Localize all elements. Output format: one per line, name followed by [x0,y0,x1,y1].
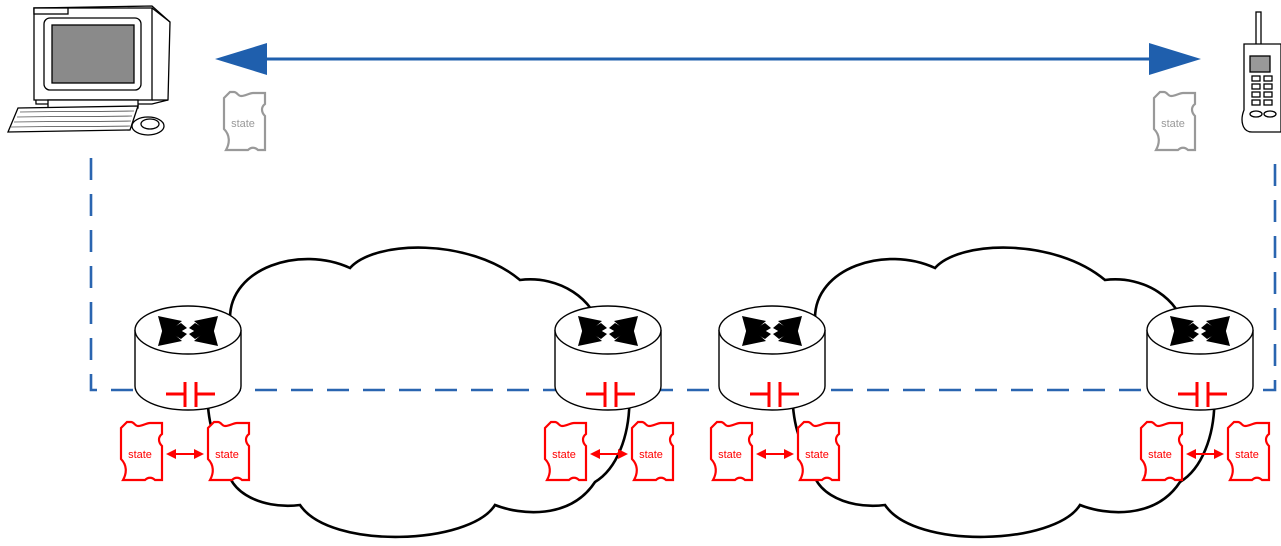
state-sync-arrow [166,449,204,459]
router-2-state-pair: state state [543,420,675,482]
state-label: state [128,449,152,461]
end-to-end-arrow [215,43,1201,75]
mobile-phone-icon [1241,11,1281,133]
state-sync-arrow [590,449,628,459]
desktop-computer-icon [7,5,171,136]
endpoint-state-left: state [222,90,267,152]
network-cloud-right [790,246,1216,539]
router-2 [553,304,663,412]
router-3-state-pair: state state [709,420,841,482]
state-label: state [805,449,829,461]
state-label: state [718,449,742,461]
network-cloud-left [205,246,631,539]
state-label: state [231,118,255,130]
state-label: state [639,449,663,461]
router-3 [717,304,827,412]
state-label: state [552,449,576,461]
router-4 [1145,304,1255,412]
endpoint-state-right: state [1152,90,1197,152]
router-1-state-pair: state state [119,420,251,482]
state-label: state [1161,118,1185,130]
router-1 [133,304,243,412]
state-label: state [215,449,239,461]
dashed-signaling-path [89,158,1277,392]
state-sync-arrow [1186,449,1224,459]
state-sync-arrow [756,449,794,459]
router-4-state-pair: state state [1139,420,1271,482]
state-label: state [1235,449,1259,461]
state-label: state [1148,449,1172,461]
